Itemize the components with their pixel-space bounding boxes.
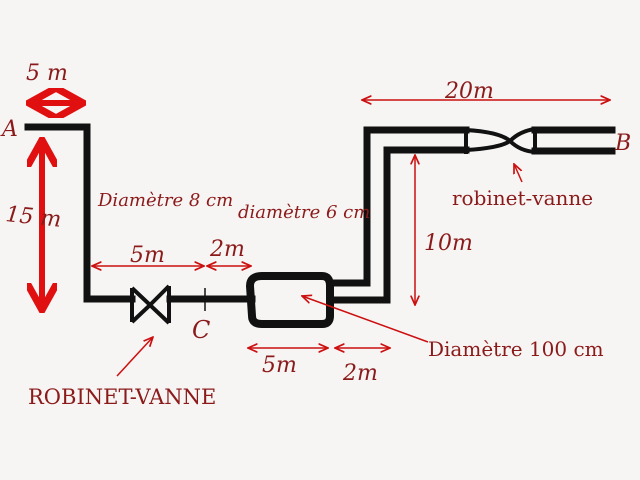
valve-left-pointer <box>116 337 153 377</box>
pipe-section-a-to-c <box>24 123 256 303</box>
point-c-label: C <box>192 316 210 344</box>
dim-top-5m-label: 5 m <box>26 61 68 86</box>
diam-100cm-pointer <box>302 296 429 343</box>
dim-10m-label: 10m <box>424 231 473 256</box>
dim-5m-bottom-label: 5m <box>262 353 297 378</box>
pipe-section-riser-to-b <box>326 126 616 304</box>
dim-20m-label: 20m <box>444 79 494 104</box>
valve-left-icon <box>130 284 171 325</box>
tank-section <box>246 272 334 328</box>
diam-100cm-label: Diamètre 100 cm <box>428 337 604 361</box>
dim-2m-left-label: 2m <box>209 237 245 262</box>
dim-2m-bottom-label: 2m <box>342 361 378 386</box>
dim-5m-left-label: 5m <box>130 243 165 268</box>
valve-right-pointer <box>514 164 523 183</box>
diam-8cm-label: Diamètre 8 cm <box>97 190 233 211</box>
dim-vertical-15m-label: 15 m <box>4 202 62 233</box>
bold-dimension-arrows <box>32 103 80 307</box>
dimension-arrows <box>92 100 610 377</box>
point-b-label: B <box>614 131 631 156</box>
diam-6cm-label: diamètre 6 cm <box>238 202 370 223</box>
valve-right-label: robinet-vanne <box>452 186 593 210</box>
point-a-label: A <box>0 117 18 142</box>
valve-left-label: ROBINET-VANNE <box>28 385 216 409</box>
